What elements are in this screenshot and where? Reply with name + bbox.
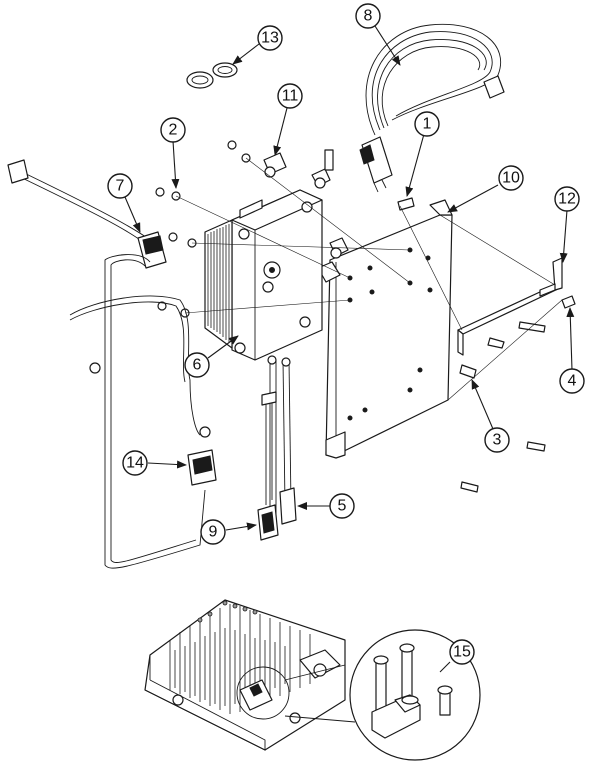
svg-text:11: 11 [282,88,299,105]
callout-10: 10 [498,165,524,191]
ac-power-cord [359,23,505,193]
svg-text:2: 2 [169,122,178,139]
svg-text:7: 7 [116,178,125,195]
svg-text:14: 14 [126,455,144,472]
svg-text:4: 4 [568,373,577,390]
mounting-plate [317,199,453,459]
callout-14: 14 [122,450,148,476]
callout-8: 8 [355,3,381,29]
svg-text:13: 13 [261,30,279,47]
bracket [457,257,563,356]
charger-underside-detail [144,599,346,751]
callout-6: 6 [184,352,210,378]
svg-text:12: 12 [558,191,576,208]
svg-text:6: 6 [193,357,202,374]
svg-text:10: 10 [502,170,520,187]
callout-4: 4 [559,368,585,394]
svg-text:1: 1 [423,116,432,133]
callout-leaders [124,25,575,673]
callout-11: 11 [277,83,303,109]
callout-9: 9 [200,519,226,545]
dc-output-cable [7,159,167,269]
hose-clamp [186,62,238,89]
callout-15: 15 [449,639,475,665]
svg-text:3: 3 [493,432,502,449]
output-leads [257,355,297,541]
callout-12: 12 [554,186,580,212]
callout-3: 3 [484,427,510,453]
detail-magnifier [284,629,481,761]
explode-lines [175,157,563,401]
callout-1: 1 [414,111,440,137]
svg-text:9: 9 [209,524,218,541]
callout-13: 13 [257,25,283,51]
callout-7: 7 [107,173,133,199]
charger-body [204,189,323,361]
svg-text:15: 15 [453,644,471,661]
callout-5: 5 [329,493,355,519]
svg-text:8: 8 [364,8,373,25]
callout-2: 2 [160,117,186,143]
wire-harness [69,254,217,569]
svg-text:5: 5 [338,498,347,515]
